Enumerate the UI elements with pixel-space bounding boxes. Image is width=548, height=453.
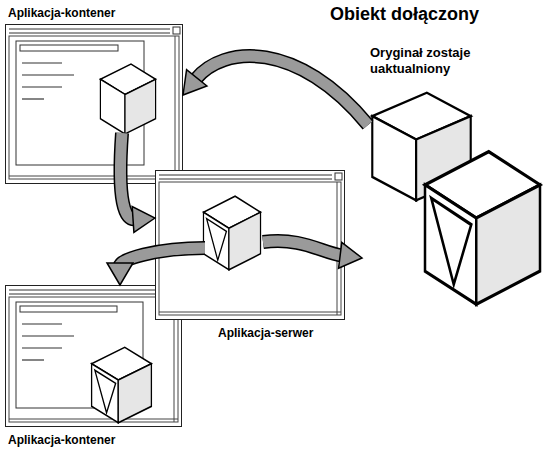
application-window: Aplikacja-kontener xyxy=(5,285,182,448)
document-heading xyxy=(20,45,118,51)
text-line xyxy=(22,86,62,87)
window-frame xyxy=(5,24,183,184)
window-button xyxy=(335,173,342,180)
scroll-bar xyxy=(9,176,179,177)
embedded-object xyxy=(100,64,155,134)
scroll-bar xyxy=(159,312,341,313)
title-bar-line xyxy=(159,179,332,180)
text-line xyxy=(22,323,62,324)
text-line xyxy=(22,98,44,99)
cube-pair xyxy=(362,40,546,312)
window-label: Aplikacja-kontener xyxy=(8,433,115,447)
window-decor xyxy=(156,171,346,321)
embedded-object xyxy=(203,196,260,270)
arrow-head xyxy=(132,206,155,232)
diagram-title: Obiekt dołączony xyxy=(330,4,479,25)
application-window: Aplikacja-kontener xyxy=(5,3,183,184)
arrow-body xyxy=(195,56,368,125)
text-line xyxy=(22,62,62,63)
text-line xyxy=(22,347,62,348)
arrow-head xyxy=(183,70,207,95)
title-bar-line xyxy=(9,29,170,30)
window-inner xyxy=(9,297,178,422)
caption-text: Oryginał zostaje uaktualniony xyxy=(370,40,492,77)
title-bar-line xyxy=(9,33,170,34)
arrow-head xyxy=(339,242,362,268)
title-bar-line xyxy=(9,294,169,295)
window-label: Aplikacja-serwer xyxy=(218,326,313,340)
arrow-head xyxy=(107,263,133,285)
scroll-bar xyxy=(9,419,178,420)
scroll-bar xyxy=(174,297,175,422)
application-window: Aplikacja-serwer xyxy=(155,170,345,341)
text-line xyxy=(22,74,74,75)
window-decor xyxy=(6,286,183,428)
window-decor xyxy=(6,25,184,185)
window-button xyxy=(173,27,180,34)
original-object: Oryginał zostaje uaktualniony xyxy=(362,40,546,312)
connector-arrow xyxy=(183,56,368,125)
window-inner xyxy=(159,182,341,315)
title-bar-line xyxy=(9,290,169,291)
window-label: Aplikacja-kontener xyxy=(8,6,115,20)
text-line xyxy=(22,335,74,336)
arrow-outline xyxy=(195,56,368,125)
window-frame xyxy=(5,285,182,427)
title-bar-line xyxy=(159,175,332,176)
window-inner xyxy=(9,36,179,179)
window-button xyxy=(172,288,179,295)
scroll-bar xyxy=(337,182,338,315)
original-cube-front xyxy=(425,152,540,305)
text-line xyxy=(22,359,44,360)
original-cubes xyxy=(362,40,546,316)
document-heading xyxy=(20,306,117,312)
embedded-object xyxy=(92,347,152,422)
scroll-bar xyxy=(175,36,176,179)
window-frame xyxy=(155,170,345,320)
